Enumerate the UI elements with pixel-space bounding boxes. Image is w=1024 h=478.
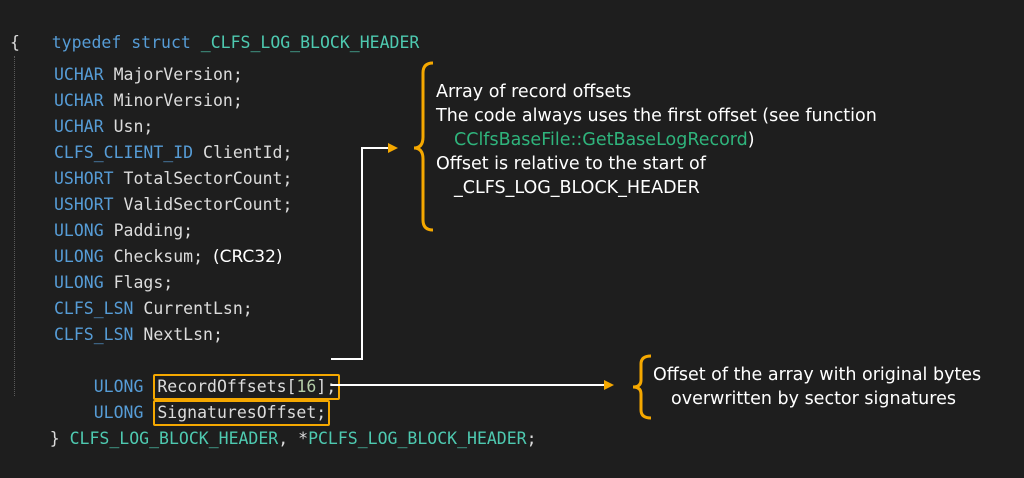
struct-field-line: CLFS_CLIENT_ID ClientId; [54, 140, 292, 166]
field-name: CurrentLsn; [143, 299, 253, 318]
signatures-offset-line: ULONG SignaturesOffset; [54, 374, 331, 426]
struct-field-line: UCHAR MinorVersion; [54, 88, 243, 114]
pointer-separator: , * [278, 429, 309, 448]
field-type: UCHAR [54, 117, 104, 136]
annotation-line: _CLFS_LOG_BLOCK_HEADER [454, 178, 700, 198]
annotation-line: overwritten by sector signatures [671, 389, 956, 409]
signatures-offset-annotation: Offset of the array with original bytes … [653, 363, 981, 411]
keyword-struct: struct [131, 33, 191, 52]
semicolon: ; [326, 377, 337, 396]
struct-field-line: UCHAR Usn; [54, 114, 153, 140]
semicolon: ; [526, 429, 537, 448]
field-type: CLFS_CLIENT_ID [54, 143, 194, 162]
field-type: ULONG [54, 273, 104, 292]
closing-paren: ) [747, 130, 755, 150]
field-name: TotalSectorCount; [123, 169, 293, 188]
struct-field-line: ULONG Padding; [54, 218, 193, 244]
array-size: 16 [296, 377, 317, 396]
keyword-typedef: typedef [51, 33, 122, 52]
field-name: NextLsn; [143, 325, 223, 344]
annotation-line: Array of record offsets [436, 82, 632, 102]
field-note: (CRC32) [212, 247, 283, 267]
field-type: UCHAR [54, 65, 104, 84]
field-name: ValidSectorCount; [123, 195, 293, 214]
struct-field-line: ULONG Flags; [54, 270, 173, 296]
field-type: ULONG [93, 403, 144, 422]
signatures-curly-brace [632, 354, 652, 420]
struct-field-line: ULONG Checksum; (CRC32) [54, 244, 283, 270]
record-offsets-line: ULONG RecordOffsets[16]; [54, 348, 341, 400]
bracket-open: [ [286, 377, 297, 396]
field-name: Checksum; [113, 247, 204, 266]
connector-overlay [331, 61, 652, 420]
record-offsets-highlight: RecordOffsets[16]; [153, 374, 341, 400]
field-name: SignaturesOffset; [157, 403, 327, 422]
field-type: ULONG [93, 377, 144, 396]
field-name: MinorVersion; [113, 91, 243, 110]
field-type: ULONG [54, 247, 104, 266]
field-name: RecordOffsets [157, 377, 287, 396]
record-offsets-curly-brace [413, 61, 434, 232]
field-type: CLFS_LSN [54, 299, 134, 318]
annotation-line: Offset of the array with original bytes [653, 365, 982, 385]
field-type: CLFS_LSN [54, 325, 134, 344]
annotation-line: Offset is relative to the start of [436, 154, 706, 174]
field-type: USHORT [54, 169, 114, 188]
function-reference: CClfsBaseFile::GetBaseLogRecord [454, 130, 748, 150]
annotation-line: The code always uses the first offset (s… [436, 106, 877, 126]
field-type: ULONG [54, 221, 104, 240]
signatures-offset-highlight: SignaturesOffset; [153, 400, 331, 426]
field-name: Padding; [113, 221, 194, 240]
record-offsets-annotation: Array of record offsets The code always … [436, 80, 877, 200]
annotation-function-line: CClfsBaseFile::GetBaseLogRecord) [436, 128, 877, 152]
struct-field-line: UCHAR MajorVersion; [54, 62, 243, 88]
bracket-close: ] [316, 377, 327, 396]
field-name: Flags; [113, 273, 174, 292]
record-offsets-connector [331, 143, 398, 360]
field-name: Usn; [113, 117, 154, 136]
field-type: UCHAR [54, 91, 104, 110]
open-brace: { [10, 33, 20, 52]
struct-field-line: CLFS_LSN NextLsn; [54, 322, 223, 348]
struct-field-line: USHORT TotalSectorCount; [54, 166, 292, 192]
field-name: ClientId; [203, 143, 293, 162]
close-brace: } [49, 429, 60, 448]
struct-field-line: USHORT ValidSectorCount; [54, 192, 292, 218]
struct-header-line: typedef struct _CLFS_LOG_BLOCK_HEADER [12, 4, 420, 52]
struct-name: _CLFS_LOG_BLOCK_HEADER [200, 33, 420, 52]
struct-field-line: CLFS_LSN CurrentLsn; [54, 296, 253, 322]
field-type: USHORT [54, 195, 114, 214]
indent-guide [14, 56, 15, 396]
field-name: MajorVersion; [113, 65, 243, 84]
